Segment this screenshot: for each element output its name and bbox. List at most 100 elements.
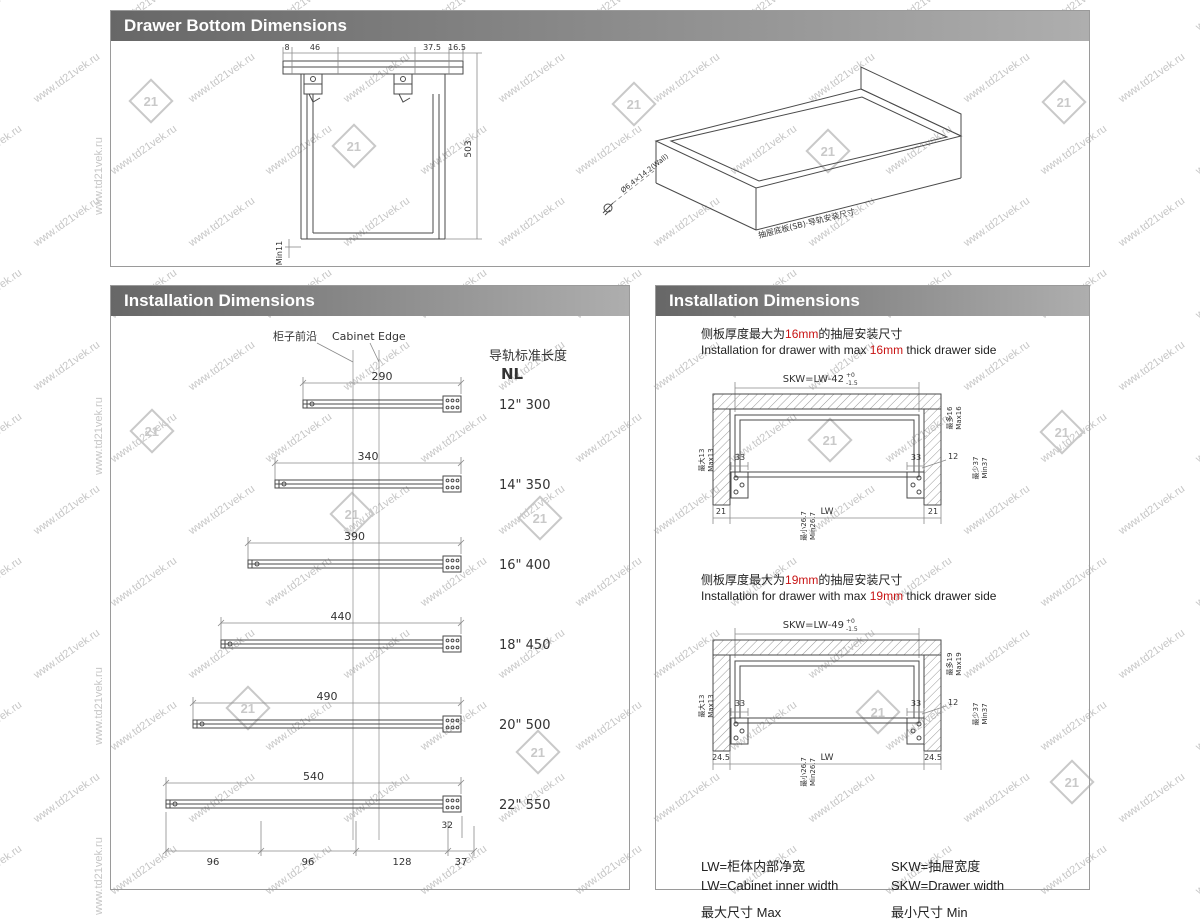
formula-tolerance-lower: -1.5 bbox=[846, 626, 858, 633]
rail-dim-right: 33 bbox=[911, 699, 921, 708]
panel-installation-sections-header: Installation Dimensions bbox=[656, 286, 1089, 316]
slide-size-label: 18" 450 bbox=[499, 638, 550, 653]
rail-dim-left: 33 bbox=[735, 699, 745, 708]
title-cn-post: 的抽屉安装尺寸 bbox=[818, 327, 903, 341]
slide-length-dim: 540 bbox=[303, 770, 324, 783]
watermark-text: www.td21vek.ru bbox=[31, 770, 103, 826]
section-title-cn: 侧板厚度最大为16mm的抽屉安装尺寸 bbox=[701, 326, 996, 342]
title-en-pre: Installation for drawer with max bbox=[701, 589, 870, 603]
cabinet-edge-label-en: Cabinet Edge bbox=[332, 330, 406, 343]
iso-edge-label: 抽屉底板(SB)·导轨安装尺寸 bbox=[757, 206, 856, 240]
slide-size-label: 16" 400 bbox=[499, 558, 550, 573]
slide-size-label: 22" 550 bbox=[499, 798, 550, 813]
depth-min-label-en: Min37 bbox=[981, 703, 989, 724]
watermark-text: www.td21vek.ru bbox=[0, 554, 25, 610]
legend: LW=柜体内部净宽 SKW=抽屉宽度 LW=Cabinet inner widt… bbox=[701, 856, 1061, 924]
thickness-value-en: 19mm bbox=[869, 589, 904, 603]
panel-drawer-bottom-body: 8 46 37.5 16.5 503 Min11 bbox=[111, 41, 1089, 266]
slide-size-label: 12" 300 bbox=[499, 398, 550, 413]
bottom-dim-128: 128 bbox=[392, 857, 411, 868]
panel-installation-lengths: Installation Dimensions 柜子前沿 Cabinet Edg… bbox=[110, 285, 630, 890]
bottom-min-label-en: Min26.7 bbox=[809, 758, 817, 786]
watermark-text: www.td21vek.ru bbox=[1193, 842, 1200, 898]
front-dim-46: 46 bbox=[310, 43, 320, 52]
rail-dim-right: 33 bbox=[911, 453, 921, 462]
watermark-text: www.td21vek.ru bbox=[0, 410, 25, 466]
gap-max-label-en: Max13 bbox=[707, 694, 715, 717]
title-cn-pre: 侧板厚度最大为 bbox=[701, 573, 786, 587]
legend-min: 最小尺寸 Min bbox=[891, 905, 968, 920]
cross-section-16mm-drawing: SKW=LW-42 +0 -1.5 33 33 12 bbox=[697, 372, 989, 541]
watermark-text: www.td21vek.ru bbox=[1193, 122, 1200, 178]
bottom-dim-37: 37 bbox=[455, 857, 468, 868]
legend-lw-cn: LW=柜体内部净宽 bbox=[701, 859, 806, 874]
section-title-en: Installation for drawer with max 19mm th… bbox=[701, 588, 996, 604]
bracket-dim-32: 32 bbox=[442, 821, 453, 831]
rail-length-code: NL bbox=[501, 365, 524, 383]
front-dim-16-5: 16.5 bbox=[448, 43, 466, 52]
panel-drawer-bottom: Drawer Bottom Dimensions bbox=[110, 10, 1090, 267]
iso-screw-label: Ø6.4×14.2(Wall) bbox=[619, 152, 670, 194]
front-dim-height: 503 bbox=[464, 140, 474, 157]
watermark-text: www.td21vek.ru bbox=[31, 50, 103, 106]
drawer-bottom-drawings: 8 46 37.5 16.5 503 Min11 bbox=[275, 43, 963, 265]
panel-title: Installation Dimensions bbox=[669, 291, 860, 310]
formula-tolerance-upper: +0 bbox=[846, 618, 855, 625]
title-en-post: thick drawer side bbox=[903, 589, 997, 603]
watermark-text: www.td21vek.ru bbox=[1193, 698, 1200, 754]
watermark-text: www.td21vek.ru bbox=[31, 626, 103, 682]
watermark-text-vertical: www.td21vek.ru bbox=[92, 667, 105, 745]
gap-max-label-en: Max13 bbox=[707, 448, 715, 471]
watermark-text: www.td21vek.ru bbox=[0, 0, 25, 34]
panel-installation-sections: Installation Dimensions 侧板厚度最大为16mm的抽屉安装… bbox=[655, 285, 1090, 920]
lw-dim-label: LW bbox=[820, 753, 833, 763]
bottom-dimension-chain: 96 96 128 37 32 bbox=[162, 812, 478, 868]
bottom-min-label-en: Min26.7 bbox=[809, 512, 817, 540]
rail-length-label-cn: 导轨标准长度 bbox=[489, 348, 567, 364]
watermark-text: www.td21vek.ru bbox=[1193, 554, 1200, 610]
side-max-label-cn: 最多16 bbox=[945, 406, 954, 429]
iso-view-drawing: Ø6.4×14.2(Wall) 抽屉底板(SB)·导轨安装尺寸 bbox=[602, 66, 963, 240]
bottom-min-label-cn: 最小26.7 bbox=[799, 511, 808, 541]
legend-row-en: LW=Cabinet inner width SKW=Drawer width bbox=[701, 878, 1061, 893]
panel-title: Drawer Bottom Dimensions bbox=[124, 16, 347, 35]
formula-tolerance-upper: +0 bbox=[846, 372, 855, 379]
panel-installation-sections-body: 侧板厚度最大为16mm的抽屉安装尺寸 Installation for draw… bbox=[656, 316, 1089, 920]
cabinet-edge-label-cn: 柜子前沿 bbox=[273, 329, 317, 343]
gap-max-label-cn: 最大13 bbox=[697, 695, 706, 718]
title-en-pre: Installation for drawer with max bbox=[701, 343, 870, 357]
watermark-text: www.td21vek.ru bbox=[31, 194, 103, 250]
legend-row-cn: LW=柜体内部净宽 SKW=抽屉宽度 bbox=[701, 856, 1061, 875]
legend-skw-cn: SKW=抽屉宽度 bbox=[891, 859, 981, 874]
bottom-min-label-cn: 最小26.7 bbox=[799, 757, 808, 787]
dim-12: 12 bbox=[948, 698, 958, 707]
slide-row-3: 390 16" 400 bbox=[244, 530, 550, 573]
slide-size-label: 20" 500 bbox=[499, 718, 550, 733]
slide-length-dim: 390 bbox=[344, 530, 365, 543]
slide-length-dim: 490 bbox=[317, 690, 338, 703]
panel-title: Installation Dimensions bbox=[124, 291, 315, 310]
watermark-text: www.td21vek.ru bbox=[0, 266, 25, 322]
offset-dim-left: 21 bbox=[716, 507, 726, 516]
watermark-text: www.td21vek.ru bbox=[1116, 194, 1188, 250]
panel-installation-lengths-header: Installation Dimensions bbox=[111, 286, 629, 316]
watermark-text: www.td21vek.ru bbox=[0, 122, 25, 178]
slide-row-6: 540 22" 550 bbox=[162, 770, 550, 813]
watermark-text: www.td21vek.ru bbox=[1116, 482, 1188, 538]
depth-min-label-en: Min37 bbox=[981, 457, 989, 478]
rail-dim-left: 33 bbox=[735, 453, 745, 462]
watermark-text: www.td21vek.ru bbox=[0, 698, 25, 754]
watermark-text: www.td21vek.ru bbox=[1116, 50, 1188, 106]
watermark-text-vertical: www.td21vek.ru bbox=[92, 397, 105, 475]
front-dim-min11: Min11 bbox=[275, 241, 284, 265]
bottom-dim-96a: 96 bbox=[207, 857, 220, 868]
bottom-dim-96b: 96 bbox=[302, 857, 315, 868]
section-title-en: Installation for drawer with max 16mm th… bbox=[701, 342, 996, 358]
dim-12: 12 bbox=[948, 452, 958, 461]
formula-tolerance-lower: -1.5 bbox=[846, 380, 858, 387]
